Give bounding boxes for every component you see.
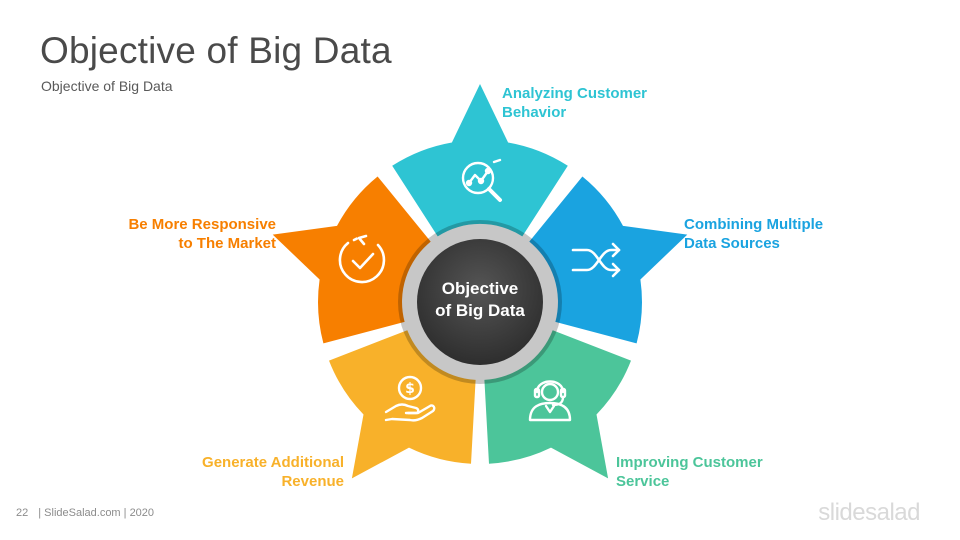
label-line2: Data Sources <box>684 235 780 252</box>
shuffle-icon <box>571 242 621 278</box>
label-combining-data-sources: Combining Multiple Data Sources <box>684 215 823 253</box>
label-line1: Combining Multiple <box>684 216 824 233</box>
svg-text:$: $ <box>405 381 415 397</box>
label-line2: Revenue <box>281 473 344 490</box>
segment-left <box>272 176 431 344</box>
label-line2: Behavior <box>502 104 567 121</box>
slide-subtitle: Objective of Big Data <box>41 78 173 94</box>
brand-logo: slidesalad <box>818 499 920 526</box>
magnifier-chart-icon <box>461 158 502 202</box>
label-line1: Be More Responsive <box>128 216 276 233</box>
segment-top <box>392 84 568 237</box>
center-hub <box>398 220 562 384</box>
label-be-more-responsive: Be More Responsive to The Market <box>128 215 276 253</box>
center-label-line2: of Big Data <box>435 301 525 320</box>
refresh-check-icon <box>338 234 386 284</box>
label-analyzing-customer-behavior: Analyzing Customer Behavior <box>502 84 647 122</box>
headset-agent-icon <box>528 380 572 422</box>
label-line1: Generate Additional <box>202 454 344 471</box>
label-improving-customer-service: Improving Customer Service <box>616 453 763 491</box>
footer-text: | SlideSalad.com | 2020 <box>38 507 155 519</box>
hand-coin-icon: $ <box>384 375 436 422</box>
label-line1: Analyzing Customer <box>502 85 648 102</box>
slide-title: Objective of Big Data <box>40 30 392 71</box>
footer: 22 | SlideSalad.com | 2020 <box>16 507 154 519</box>
icons-layer: $ <box>338 158 621 422</box>
label-line2: Service <box>616 473 670 490</box>
label-line2: to The Market <box>178 235 276 252</box>
segments-layer <box>272 84 688 479</box>
segment-right <box>529 176 688 344</box>
center-label-line1: Objective <box>441 279 519 298</box>
label-line1: Improving Customer <box>616 454 763 471</box>
label-generate-additional-revenue: Generate Additional Revenue <box>202 453 344 491</box>
center-circle <box>417 239 543 365</box>
page-number: 22 <box>16 507 29 519</box>
center-label: Objective of Big Data <box>420 278 540 322</box>
